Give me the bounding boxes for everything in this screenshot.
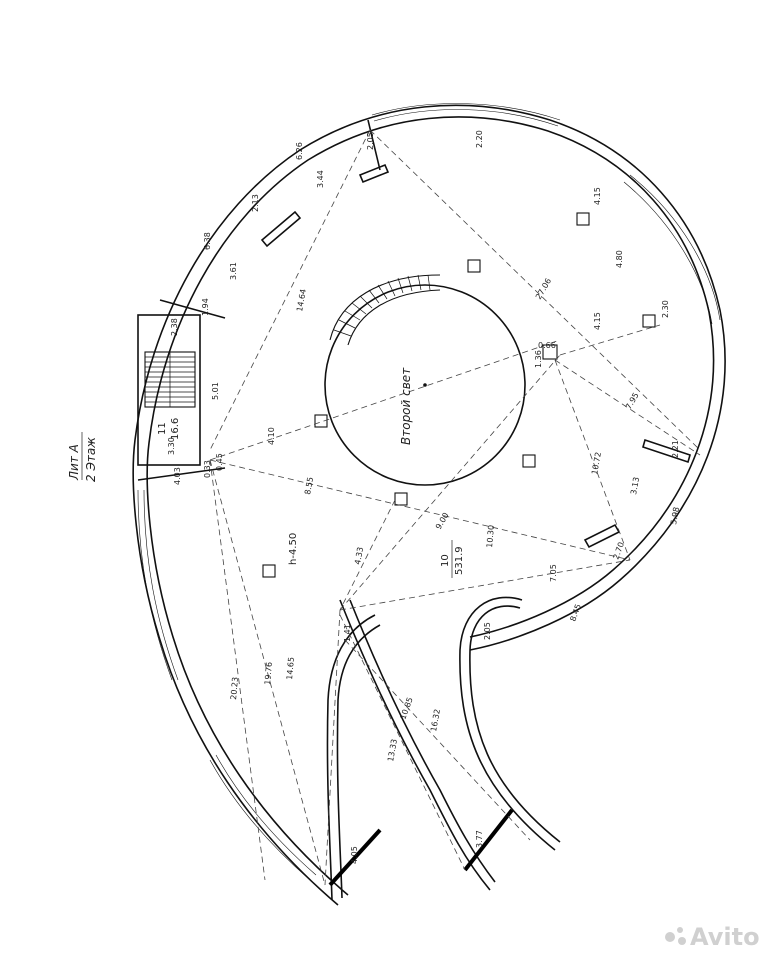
corridor-wall-left-inner xyxy=(336,624,381,899)
atrium-stair-outer xyxy=(329,274,441,341)
dim-label: 4.05 xyxy=(350,846,359,864)
dim-label: 14.64 xyxy=(295,288,308,312)
outer-wall xyxy=(132,104,726,906)
dim-label: 1.41 xyxy=(343,624,352,642)
dim-label: 2.70 xyxy=(611,541,626,561)
dim-label: 2.21 xyxy=(671,440,680,458)
partition-stair-top xyxy=(159,299,226,319)
column-2 xyxy=(576,212,590,226)
dim-label: 19.76 xyxy=(263,662,274,686)
atrium-label: Второй свет xyxy=(399,367,413,445)
dim-label: 16.32 xyxy=(429,708,442,732)
dim-label: 27.06 xyxy=(534,277,553,301)
dim-label: 1.94 xyxy=(201,298,210,316)
column-4 xyxy=(522,454,536,468)
ceiling-height-label: h-4.50 xyxy=(288,533,299,565)
room-area: 531.9 xyxy=(454,546,465,575)
dim-label: 10.30 xyxy=(485,525,496,549)
dim-label: 4.80 xyxy=(615,250,624,268)
window-line-right xyxy=(463,808,514,872)
dim-label: 2.05 xyxy=(366,132,375,150)
dim-label: 0.33 xyxy=(203,460,212,478)
watermark-logo-icon xyxy=(665,932,675,942)
dim-label: 7.05 xyxy=(549,564,558,582)
dim-label: 14.65 xyxy=(285,657,296,681)
dim-label: 5.01 xyxy=(211,382,220,400)
atrium-circle xyxy=(324,284,526,486)
column-5 xyxy=(262,564,276,578)
column-6 xyxy=(314,414,328,428)
column-7 xyxy=(394,492,408,506)
dim-label: 8.55 xyxy=(303,476,315,495)
dim-label: 10.72 xyxy=(590,451,603,475)
dim-label: 7.95 xyxy=(624,391,641,411)
dim-label: 4.03 xyxy=(173,467,182,485)
dim-label: 4.33 xyxy=(353,546,365,565)
corridor-end-left-inner xyxy=(349,599,496,883)
sheet-floor-title: 2 Этаж xyxy=(84,437,98,482)
corridor-wall-right xyxy=(459,596,556,851)
atrium-stair-inner xyxy=(347,289,441,346)
dim-label: 2.05 xyxy=(483,622,492,640)
columns xyxy=(262,212,656,578)
dim-label: 0.45 xyxy=(215,453,224,471)
dim-label: 1.36 xyxy=(534,350,543,368)
glazing-bottom-left xyxy=(209,754,317,881)
dim-label: 3.30 xyxy=(167,437,176,455)
dim-label: 3.61 xyxy=(229,262,238,280)
column-3 xyxy=(642,314,656,328)
stair-area: 16.6 xyxy=(170,418,181,440)
dim-label: 0.66 xyxy=(538,341,556,350)
partition-stair-bottom xyxy=(137,467,226,481)
avito-watermark: Avito xyxy=(665,923,760,951)
sheet-lit-title: Лит А xyxy=(67,444,81,481)
glazing-right xyxy=(623,174,721,325)
corridor-end-left xyxy=(339,599,491,891)
dim-label: 3.44 xyxy=(316,170,325,188)
dim-label: 2.30 xyxy=(661,300,670,318)
dim-label: 2.38 xyxy=(170,318,179,336)
dim-label: 6.26 xyxy=(295,142,304,160)
glazing-top xyxy=(371,103,561,127)
measurement-lines xyxy=(209,129,701,886)
corridor-wall-right-inner xyxy=(469,605,561,843)
glazing-left xyxy=(137,489,179,681)
dim-label: 13.33 xyxy=(386,738,399,762)
dim-label: 4.10 xyxy=(267,427,276,445)
stair-treads xyxy=(145,352,195,407)
atrium-stair-treads xyxy=(333,274,431,337)
dim-label: 3.13 xyxy=(629,476,641,495)
outer-wall-inner-line xyxy=(146,116,715,896)
stair-block xyxy=(137,314,201,466)
column-8 xyxy=(542,344,558,360)
dim-label: 2.13 xyxy=(251,194,260,212)
dim-label: 3.77 xyxy=(475,830,484,848)
watermark-text: Avito xyxy=(690,923,760,951)
dim-label: 20.23 xyxy=(229,677,240,701)
window-line-left xyxy=(328,828,382,887)
column-1 xyxy=(467,259,481,273)
atrium-center-point xyxy=(423,383,427,387)
dim-label: 2.20 xyxy=(475,130,484,148)
wall-stubs xyxy=(260,163,691,549)
dim-label: 4.15 xyxy=(593,187,602,205)
dim-label: 6.38 xyxy=(203,232,212,250)
stair-number: 11 xyxy=(157,422,168,435)
dim-label: 5.98 xyxy=(669,506,681,525)
dim-label: 10.85 xyxy=(398,696,414,721)
partition-upper-left xyxy=(367,119,381,171)
dim-label: 4.15 xyxy=(593,312,602,330)
dim-label: 8.45 xyxy=(568,603,583,623)
room-number: 10 xyxy=(440,554,451,567)
corridor-wall-left xyxy=(326,614,376,901)
